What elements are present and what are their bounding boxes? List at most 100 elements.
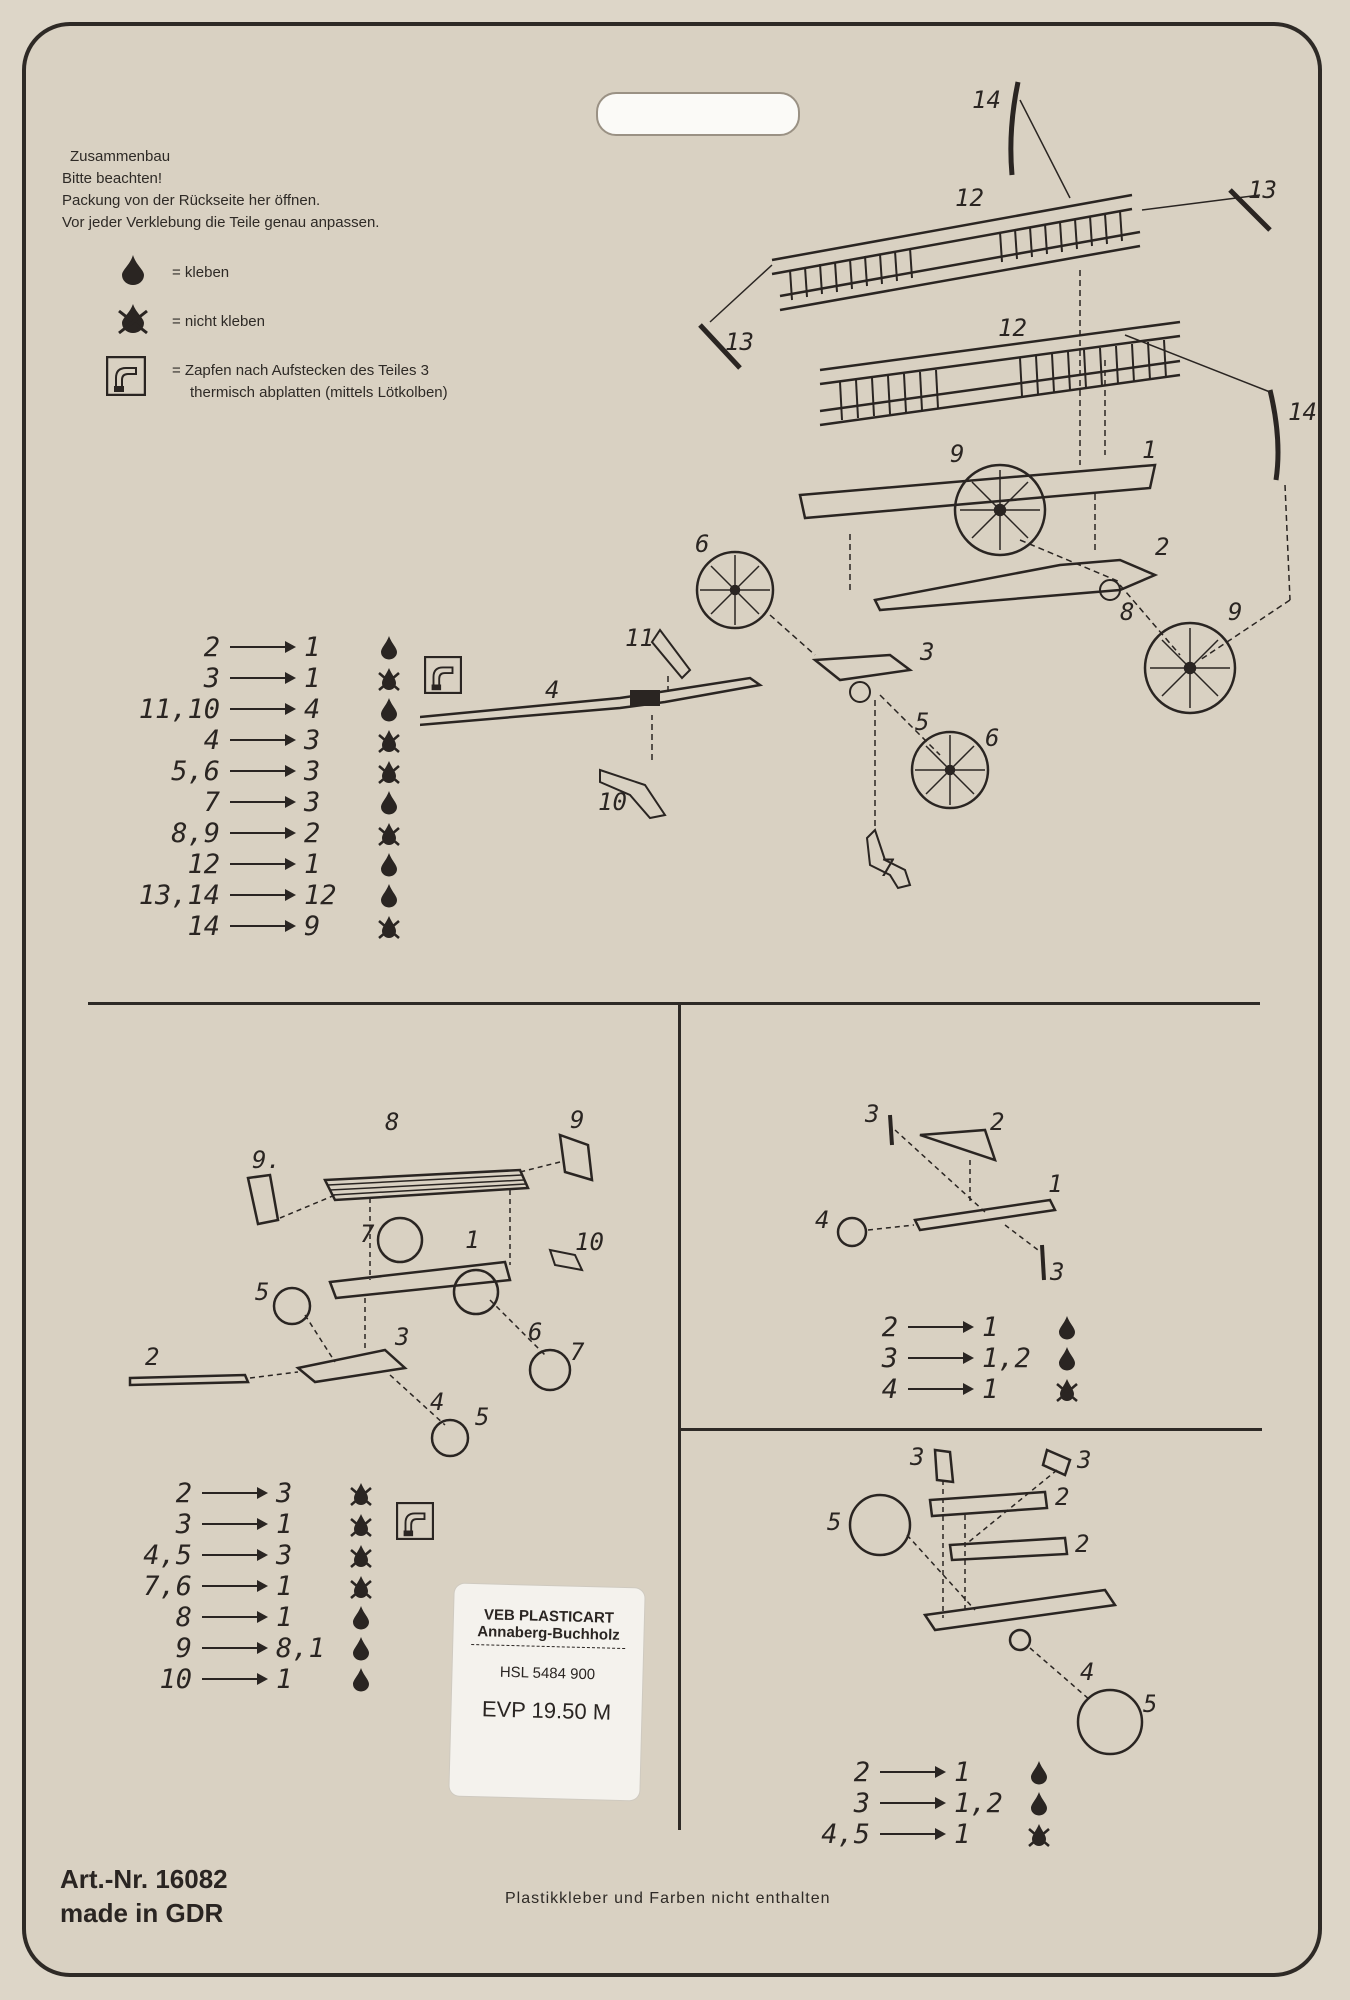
br-wheel-part-5-right — [1076, 1688, 1144, 1756]
bl-part-10 — [548, 1248, 584, 1272]
mr-chassis-part-1 — [913, 1198, 1057, 1232]
bl-axle-part-3 — [295, 1348, 408, 1384]
drawbar-part-4 — [420, 676, 764, 727]
bl-label-7: 7 — [360, 1220, 375, 1248]
divider-vertical — [678, 1004, 681, 1830]
mr-label-3-top: 3 — [864, 1100, 879, 1128]
bl-frame-part-1 — [328, 1260, 512, 1300]
step-to: 9 — [304, 910, 321, 942]
bottom-right-diagram: 3 3 2 2 5 4 5 — [827, 1443, 1155, 1756]
label-4: 4 — [545, 676, 559, 704]
step-from: 7 — [203, 786, 220, 818]
no-glue-icon — [348, 1542, 374, 1568]
arrow-icon — [202, 1642, 268, 1654]
divider-horizontal — [88, 1002, 1260, 1005]
no-glue-icon — [118, 304, 148, 335]
glue-drop-icon — [376, 851, 402, 877]
step-to: 1 — [276, 1570, 293, 1602]
ladder-rungs-upper — [789, 210, 1123, 301]
mid-right-diagram: 3 2 1 4 3 — [815, 1100, 1064, 1286]
arrow-icon — [908, 1352, 974, 1364]
sticker-city: Annaberg-Buchholz — [477, 1623, 620, 1644]
arrow-icon — [230, 920, 296, 932]
pin-flatten-icon — [423, 655, 463, 701]
wheel-part-9-rear — [953, 463, 1047, 557]
mr-wheel-part-4 — [836, 1216, 868, 1248]
step-to: 1 — [304, 631, 321, 663]
step-from: 2 — [203, 631, 220, 663]
arrow-icon — [230, 734, 296, 746]
instructions-line3: Vor jeder Verklebung die Teile genau anp… — [62, 214, 380, 231]
bl-label-3: 3 — [394, 1323, 409, 1351]
bl-label-7b: 7 — [570, 1338, 585, 1366]
step-to: 1 — [276, 1508, 293, 1540]
no-glue-icon — [1054, 1376, 1080, 1402]
bl-label-5: 5 — [255, 1278, 269, 1306]
label-13-left: 13 — [725, 328, 754, 356]
instructions-title: Zusammenbau — [70, 148, 171, 165]
glue-drop-icon — [1054, 1314, 1080, 1340]
no-glue-icon — [376, 727, 402, 753]
arrow-icon — [202, 1518, 268, 1530]
arrow-icon — [202, 1487, 268, 1499]
label-9-right: 9 — [1228, 598, 1242, 626]
br-part-2-top — [928, 1490, 1049, 1518]
no-glue-icon — [376, 758, 402, 784]
br-wheel-part-5-left — [848, 1493, 912, 1557]
bl-label-10: 10 — [575, 1228, 604, 1256]
step-from: 13,14 — [138, 879, 220, 911]
step-to: 3 — [304, 755, 321, 787]
step-to: 1,2 — [982, 1342, 1031, 1374]
article-info: Art.-Nr. 16082 made in GDR — [60, 1862, 228, 1930]
no-glue-icon — [1026, 1821, 1052, 1847]
bl-part-9-left — [246, 1173, 280, 1226]
step-to: 1 — [954, 1756, 971, 1788]
arrow-icon — [230, 827, 296, 839]
step-from: 4 — [881, 1373, 898, 1405]
glue-drop-icon — [376, 789, 402, 815]
step-from: 8 — [175, 1601, 192, 1633]
label-9-rear: 9 — [950, 440, 964, 468]
sticker-hsl: HSL 5484 900 — [499, 1663, 596, 1684]
no-glue-icon — [376, 913, 402, 939]
label-2: 2 — [1155, 533, 1169, 561]
glue-drop-icon — [348, 1604, 374, 1630]
step-from: 4,5 — [821, 1818, 870, 1850]
arrow-icon — [230, 858, 296, 870]
step-to: 1 — [954, 1818, 971, 1850]
no-glue-icon — [348, 1511, 374, 1537]
glue-drop-icon — [1026, 1790, 1052, 1816]
step-from: 3 — [853, 1787, 870, 1819]
glue-drop-icon — [376, 882, 402, 908]
br-part-2-lower — [948, 1536, 1069, 1562]
bl-label-9-left: 9. — [252, 1146, 281, 1174]
card-back — [22, 22, 1322, 1977]
step-from: 3 — [203, 662, 220, 694]
glue-drop-icon — [122, 255, 144, 285]
no-glue-icon — [376, 665, 402, 691]
glue-drop-icon — [348, 1666, 374, 1692]
arrow-icon — [880, 1828, 946, 1840]
arrow-icon — [202, 1673, 268, 1685]
label-6-front: 6 — [985, 724, 999, 752]
br-label-4: 4 — [1080, 1658, 1094, 1686]
br-label-3-right: 3 — [1076, 1446, 1091, 1474]
pin-flatten-icon — [395, 1501, 435, 1547]
bl-label-8: 8 — [385, 1108, 399, 1136]
br-part-3-left — [933, 1448, 955, 1484]
ladder-rungs-lower — [839, 339, 1167, 421]
legend-pin-line2: thermisch abplatten (mittels Lötkolben) — [190, 384, 448, 401]
mr-part-2 — [919, 1128, 997, 1162]
br-label-2-lower: 2 — [1075, 1530, 1089, 1558]
step-to: 1 — [276, 1601, 293, 1633]
part-13-left — [698, 323, 742, 370]
